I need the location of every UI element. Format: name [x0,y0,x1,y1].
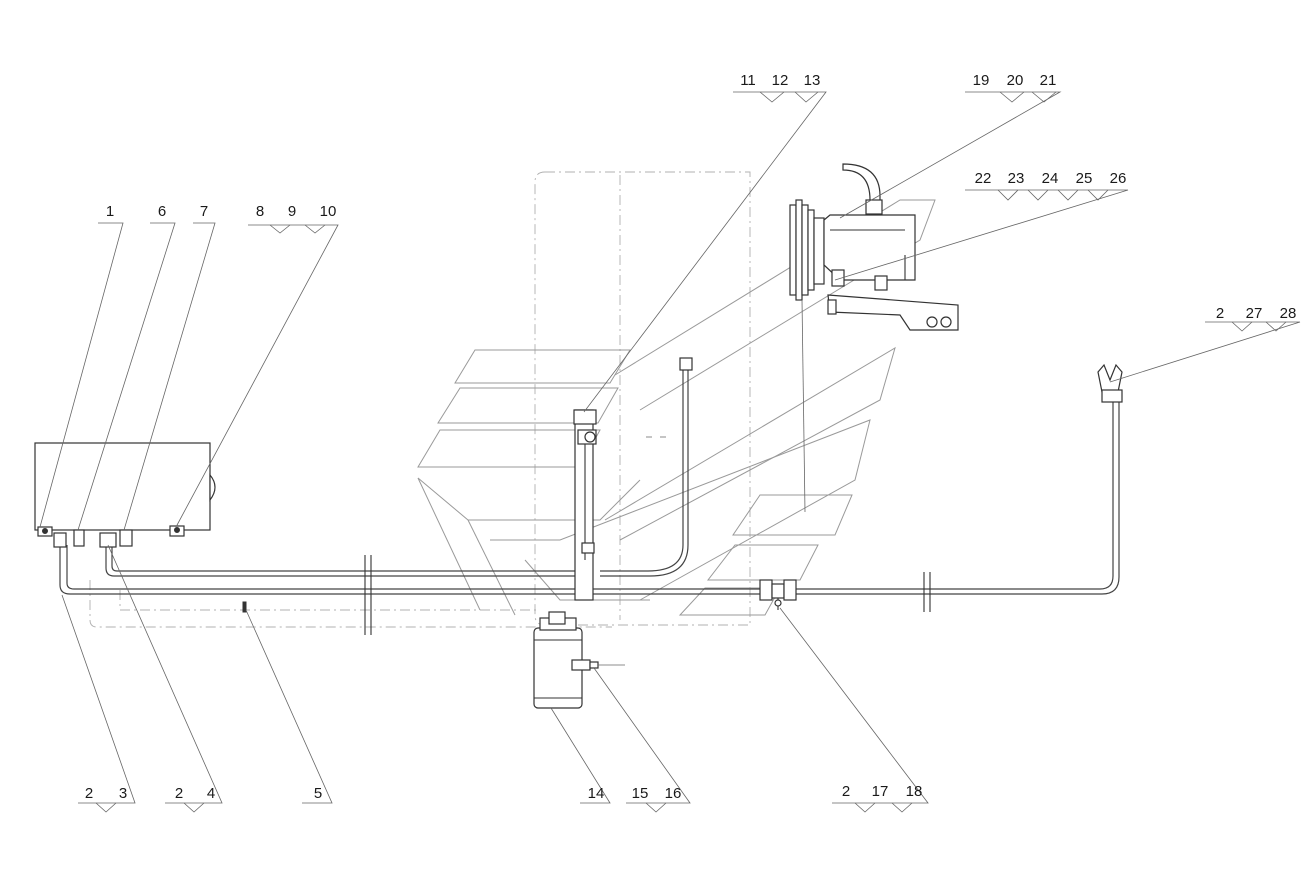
callout-2-b: 2 [175,785,183,802]
callout-3: 3 [119,785,127,802]
callout-27: 27 [1246,305,1263,322]
leader-lines [39,91,1301,813]
evaporator-unit [34,442,247,613]
callout-12: 12 [772,72,789,89]
callout-14: 14 [588,785,605,802]
callout-4: 4 [207,785,215,802]
callout-6: 6 [158,203,166,220]
callout-8: 8 [256,203,264,220]
callout-2-c: 2 [842,783,850,800]
callout-22: 22 [975,170,992,187]
callout-15: 15 [632,785,649,802]
callout-1: 1 [106,203,114,220]
callout-28: 28 [1280,305,1297,322]
callout-11: 11 [740,72,756,89]
callout-26: 26 [1110,170,1127,187]
compressor [789,163,959,513]
callout-5: 5 [314,785,322,802]
callout-20: 20 [1007,72,1024,89]
callout-labels: 1 6 7 8 9 10 11 12 13 19 20 21 22 23 24 … [85,72,1297,802]
receiver-drier [533,611,625,709]
callout-23: 23 [1008,170,1025,187]
callout-2-top: 2 [1216,305,1224,322]
callout-10: 10 [320,203,337,220]
callout-16: 16 [665,785,682,802]
refrigerant-pipes [59,357,1120,635]
bracket-clamps [573,409,597,445]
service-valve [759,579,797,610]
callout-21: 21 [1040,72,1057,89]
vehicle-outline [89,171,936,628]
pipe-coupling [1097,363,1123,403]
callout-2-a: 2 [85,785,93,802]
callout-25: 25 [1076,170,1093,187]
callout-18: 18 [906,783,923,800]
callout-19: 19 [973,72,990,89]
callout-13: 13 [804,72,821,89]
callout-7: 7 [200,203,208,220]
callout-24: 24 [1042,170,1059,187]
callout-9: 9 [288,203,296,220]
callout-17: 17 [872,783,889,800]
